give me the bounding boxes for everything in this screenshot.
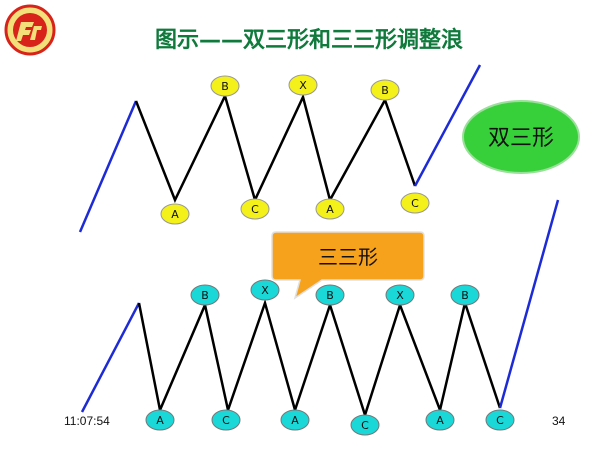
bottom-wave-line <box>137 298 502 420</box>
bottom-impulse-line-right <box>498 199 560 409</box>
bottom-trough-label-c3: C <box>485 409 515 431</box>
svg-text:X: X <box>261 284 269 297</box>
svg-text:A: A <box>326 203 334 216</box>
bottom-peak-label-b2: B <box>315 284 345 306</box>
bottom-trough-label-c1: C <box>211 409 241 431</box>
svg-text:A: A <box>171 208 179 221</box>
bottom-trough-label-a1: A <box>145 409 175 431</box>
svg-text:A: A <box>156 414 164 427</box>
svg-text:C: C <box>251 203 259 216</box>
bottom-trough-label-c2: C <box>350 414 380 436</box>
bottom-peak-label-b3: B <box>450 284 480 306</box>
top-wave-line <box>134 92 417 204</box>
top-impulse-line-left <box>78 100 138 233</box>
slide-title: 图示——双三形和三三形调整浪 <box>155 28 464 53</box>
svg-text:C: C <box>361 419 369 432</box>
svg-text:X: X <box>299 79 307 92</box>
triple-three-callout-text: 三三形 <box>318 245 378 269</box>
slide-page-number: 34 <box>552 414 566 428</box>
top-peak-label-b1: B <box>210 75 240 97</box>
svg-text:C: C <box>496 414 504 427</box>
top-trough-label-a2: A <box>315 198 345 220</box>
svg-text:B: B <box>381 84 389 97</box>
svg-text:X: X <box>396 289 404 302</box>
bottom-peak-label-x1: X <box>250 279 280 301</box>
svg-text:B: B <box>461 289 469 302</box>
top-trough-label-c1: C <box>240 198 270 220</box>
svg-text:A: A <box>436 414 444 427</box>
bottom-peak-label-x2: X <box>385 284 415 306</box>
svg-text:C: C <box>222 414 230 427</box>
bottom-trough-label-a2: A <box>280 409 310 431</box>
triple-three-callout: 三三形 <box>271 231 425 300</box>
top-impulse-line-right <box>413 64 482 187</box>
svg-text:C: C <box>411 197 419 210</box>
top-peak-label-x: X <box>288 74 318 96</box>
svg-text:B: B <box>221 80 229 93</box>
bottom-impulse-line-left <box>80 302 141 413</box>
top-trough-label-c2: C <box>400 192 430 214</box>
university-logo-icon <box>4 4 56 56</box>
slide-time: 11:07:54 <box>64 414 110 428</box>
double-three-badge-text: 双三形 <box>488 126 554 151</box>
svg-text:A: A <box>291 414 299 427</box>
bottom-trough-label-a3: A <box>425 409 455 431</box>
top-peak-label-b2: B <box>370 79 400 101</box>
svg-text:B: B <box>326 289 334 302</box>
top-trough-label-a1: A <box>160 203 190 225</box>
bottom-peak-label-b1: B <box>190 284 220 306</box>
double-three-badge: 双三形 <box>462 100 580 174</box>
svg-text:B: B <box>201 289 209 302</box>
